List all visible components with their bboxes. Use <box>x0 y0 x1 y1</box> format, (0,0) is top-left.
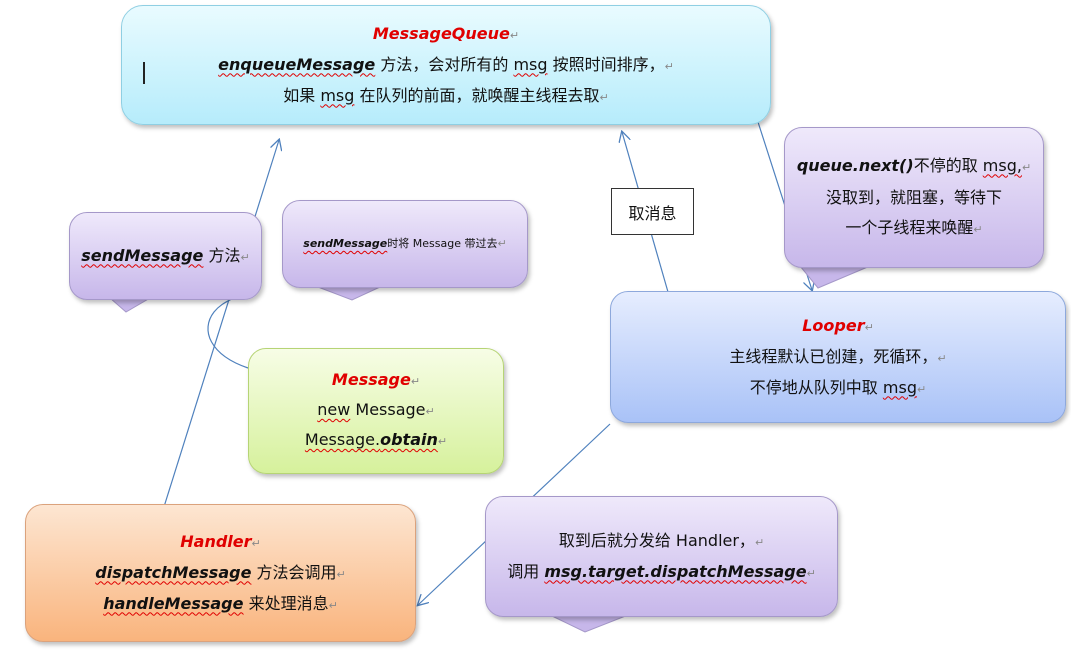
next-line1-msg: msg, <box>982 155 1022 175</box>
message-queue-box: MessageQueue↵ enqueueMessage 方法，会对所有的 ms… <box>121 5 771 125</box>
carry-bubble-tail <box>317 286 381 301</box>
mq-line1-text: 方法，会对所有的 <box>375 54 514 74</box>
handler-title: Handler <box>180 531 252 551</box>
queue-next-bubble: queue.next()不停的取 msg,↵ 没取到，就阻塞，等待下 一个子线程… <box>784 127 1044 268</box>
text-cursor <box>143 62 145 84</box>
handler-line1-text: 方法会调用 <box>251 562 337 582</box>
carry-method: sendMessage <box>303 237 388 250</box>
send-message-method: sendMessage <box>81 245 204 265</box>
message-line1-text: Message <box>350 400 426 419</box>
paragraph-mark: ↵ <box>437 435 448 448</box>
dispatch-target-method: msg.target.dispatchMessage <box>544 561 807 581</box>
carry-text: 时将 Message 带过去 <box>387 237 498 250</box>
message-title: Message <box>331 370 411 389</box>
paragraph-mark: ↵ <box>1021 160 1032 174</box>
mq-line2-msg: msg <box>320 85 355 105</box>
mq-line1-msg: msg <box>513 54 548 74</box>
mq-line1-tail: 按照时间排序， <box>547 54 665 74</box>
send-bubble-tail <box>108 297 152 313</box>
paragraph-mark: ↵ <box>806 566 816 580</box>
next-line1-text: 不停的取 <box>913 155 983 175</box>
handle-method: handleMessage <box>103 593 244 613</box>
dispatch-line1: 取到后就分发给 Handler， <box>558 530 755 550</box>
fetch-message-label: 取消息 <box>611 188 694 235</box>
looper-line2-msg: msg <box>882 377 917 397</box>
paragraph-mark: ↵ <box>599 90 609 104</box>
paragraph-mark: ↵ <box>973 222 983 236</box>
dispatch-bubble-tail <box>549 614 629 633</box>
paragraph-mark: ↵ <box>864 320 874 334</box>
next-line2: 没取到，就阻塞，等待下 <box>825 187 1002 207</box>
paragraph-mark: ↵ <box>509 28 520 42</box>
mq-line2-tail: 在队列的前面，就唤醒主线程去取 <box>354 85 600 105</box>
message-line2-class: Message. <box>304 430 381 449</box>
paragraph-mark: ↵ <box>336 567 346 581</box>
looper-box: Looper↵ 主线程默认已创建，死循环，↵ 不停地从队列中取 msg↵ <box>610 291 1066 423</box>
dispatch-bubble: 取到后就分发给 Handler，↵ 调用 msg.target.dispatch… <box>485 496 838 617</box>
handler-line2-text: 来处理消息 <box>243 593 329 613</box>
message-box: Message↵ new Message↵ Message.obtain↵ <box>248 348 504 474</box>
next-line3: 一个子线程来唤醒 <box>845 217 974 237</box>
paragraph-mark: ↵ <box>497 237 507 250</box>
send-message-text: 方法 <box>203 245 241 265</box>
paragraph-mark: ↵ <box>251 536 261 550</box>
paragraph-mark: ↵ <box>410 375 421 388</box>
carry-message-bubble: sendMessage时将 Message 带过去↵ <box>282 200 528 288</box>
looper-title: Looper <box>802 315 865 335</box>
message-queue-title: MessageQueue <box>372 23 510 43</box>
send-message-bubble: sendMessage 方法↵ <box>69 212 262 300</box>
paragraph-mark: ↵ <box>328 598 338 612</box>
paragraph-mark: ↵ <box>916 382 927 396</box>
queue-next-method: queue.next() <box>796 155 914 175</box>
handler-box: Handler↵ dispatchMessage 方法会调用↵ handleMe… <box>25 504 416 642</box>
looper-line2-text: 不停地从队列中取 <box>749 377 883 397</box>
enqueue-method: enqueueMessage <box>218 54 376 74</box>
paragraph-mark: ↵ <box>937 351 947 365</box>
message-new-keyword: new <box>317 400 351 419</box>
paragraph-mark: ↵ <box>425 405 435 418</box>
paragraph-mark: ↵ <box>240 250 250 264</box>
paragraph-mark: ↵ <box>664 59 674 73</box>
mq-line2-text: 如果 <box>283 85 321 105</box>
message-obtain-method: obtain <box>380 430 438 449</box>
dispatch-method: dispatchMessage <box>95 562 252 582</box>
paragraph-mark: ↵ <box>754 535 765 549</box>
message-connector <box>207 295 249 369</box>
arrow-handler-to-queue <box>162 140 279 511</box>
dispatch-line2-text: 调用 <box>507 561 545 581</box>
looper-line1: 主线程默认已创建，死循环， <box>729 346 938 366</box>
